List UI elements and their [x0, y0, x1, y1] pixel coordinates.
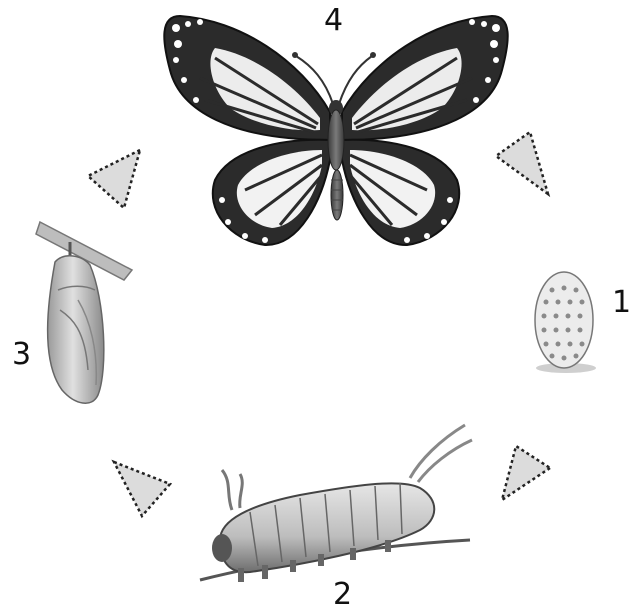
stage-number-1: 1 — [612, 288, 631, 318]
stage-number-2: 2 — [333, 580, 352, 610]
butterfly-image — [164, 16, 507, 245]
arrow-3-to-2 — [114, 462, 170, 516]
arrow-1-to-4 — [496, 132, 548, 194]
egg-image — [535, 272, 596, 373]
stage-number-3: 3 — [12, 340, 31, 370]
chrysalis-image — [36, 222, 132, 403]
arrow-4-to-3 — [88, 150, 140, 208]
arrow-2-to-1 — [502, 446, 550, 500]
stage-number-4: 4 — [324, 6, 343, 36]
caterpillar-image — [200, 425, 472, 582]
